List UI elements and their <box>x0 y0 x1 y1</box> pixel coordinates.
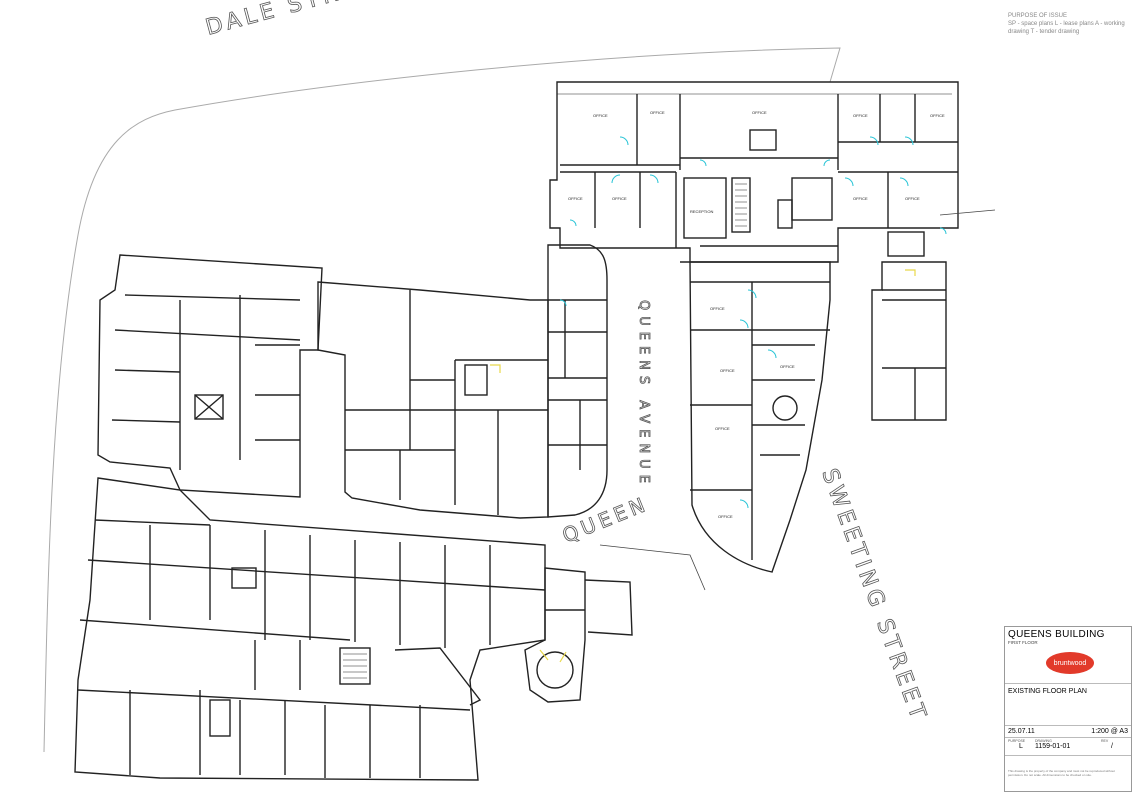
drawing-scale: 1:200 @ A3 <box>1091 728 1128 735</box>
divider <box>1005 725 1131 726</box>
fine-print: This drawing is the property of the comp… <box>1008 769 1115 777</box>
room-label: OFFICE <box>752 110 767 115</box>
room-label: OFFICE <box>720 368 735 373</box>
street-queen: QUEEN <box>559 491 652 547</box>
block-north-east <box>549 81 959 263</box>
purpose-value: L <box>1019 743 1023 750</box>
block-west <box>97 254 323 498</box>
divider <box>1005 737 1131 738</box>
block-far-right <box>871 231 947 421</box>
divider <box>1005 683 1131 684</box>
curb-line <box>599 544 706 591</box>
purpose-of-issue: PURPOSE OF ISSUE SP - space plans L - le… <box>1008 12 1128 36</box>
room-label: OFFICE <box>710 306 725 311</box>
block-south-centre <box>524 567 633 703</box>
block-south-west <box>74 477 546 781</box>
room-label: OFFICE <box>650 110 665 115</box>
floor-name: FIRST FLOOR <box>1008 640 1038 645</box>
room-label: OFFICE <box>905 196 920 201</box>
room-label: OFFICE <box>930 113 945 118</box>
room-label: OFFICE <box>853 113 868 118</box>
rev-label: REV <box>1101 739 1109 743</box>
purpose-title: PURPOSE OF ISSUE <box>1008 13 1068 19</box>
room-label: OFFICE <box>593 113 608 118</box>
plan-title: EXISTING FLOOR PLAN <box>1008 688 1087 695</box>
block-central <box>317 281 549 519</box>
block-sweeting <box>680 261 831 573</box>
purpose-label: PURPOSE <box>1008 739 1026 743</box>
room-label: OFFICE <box>715 426 730 431</box>
building-name: QUEENS BUILDING <box>1008 629 1105 640</box>
room-labels: OFFICE OFFICE OFFICE OFFICE OFFICE OFFIC… <box>568 110 945 519</box>
room-label: OFFICE <box>718 514 733 519</box>
room-label: OFFICE <box>568 196 583 201</box>
purpose-text: SP - space plans L - lease plans A - wor… <box>1008 21 1125 35</box>
room-label: OFFICE <box>853 196 868 201</box>
block-queens-avenue <box>547 244 608 518</box>
rev-value: / <box>1111 743 1113 750</box>
street-sweeting: SWEETING STREET <box>816 466 931 726</box>
drawing-date: 25.07.11 <box>1008 728 1035 735</box>
divider <box>1005 755 1131 756</box>
title-block: QUEENS BUILDING FIRST FLOOR bruntwood EX… <box>1004 626 1132 792</box>
drawing-label: DRAWING <box>1035 739 1052 743</box>
stair-highlights <box>490 269 916 663</box>
curb-line-east <box>939 209 996 216</box>
street-dale: DALE STRE <box>203 0 361 41</box>
site-boundary <box>43 47 841 753</box>
stair-south-west <box>343 653 367 679</box>
room-label: RECEPTION <box>690 209 713 214</box>
drawing-number: 1159-01-01 <box>1035 743 1071 750</box>
door-swings <box>559 136 947 509</box>
street-queens-avenue: QUEENS AVENUE <box>636 300 651 489</box>
bruntwood-logo: bruntwood <box>1046 652 1094 674</box>
room-label: OFFICE <box>780 364 795 369</box>
stair-north-east <box>735 183 747 227</box>
room-label: OFFICE <box>612 196 627 201</box>
